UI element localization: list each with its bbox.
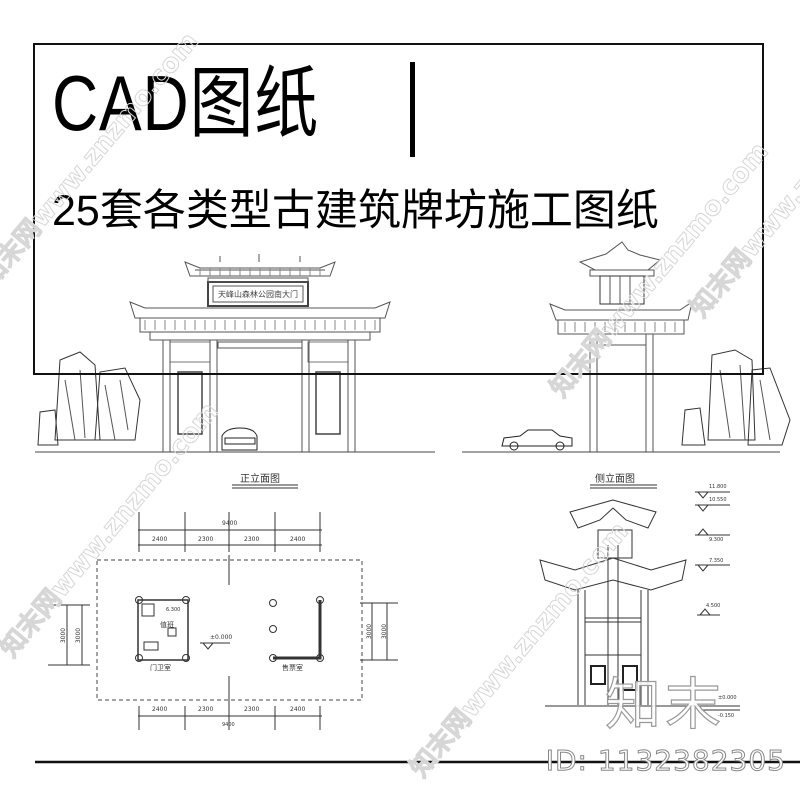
room-right-label: 售票室: [282, 664, 303, 672]
top-total-dim: 9400: [222, 520, 238, 527]
brand-logo-watermark: 知末: [604, 672, 725, 738]
left-dim-2: 3000: [75, 627, 83, 644]
room-left-label: 门卫室: [150, 664, 171, 672]
side-level-3: 9.300: [709, 537, 724, 543]
side-level-4: 7.350: [709, 558, 724, 564]
page-subtitle: 25套各类型古建筑牌坊施工图纸: [52, 187, 659, 235]
front-elevation-gate: [35, 254, 435, 453]
page-title: CAD图纸: [52, 59, 320, 147]
top-dim-4: 2400: [290, 536, 306, 543]
plan-view-label: 正立面图: [240, 474, 280, 485]
left-dim-1: 3000: [60, 627, 68, 644]
side-level-2: 10.550: [709, 497, 727, 503]
top-dim-2: 2300: [198, 536, 214, 543]
top-dim-3: 2300: [244, 536, 260, 543]
plan-view: [48, 484, 398, 730]
right-dim-2: 3000: [381, 623, 389, 640]
title-cursor-bar: [410, 62, 415, 157]
side-elevation-gate: [462, 241, 791, 453]
side-level-1: 11.800: [709, 484, 727, 490]
bottom-dim-4: 2400: [290, 706, 306, 713]
side-elevation-label: 侧立面图: [595, 474, 635, 485]
side-level-5: 4.500: [706, 603, 721, 609]
room-left-sub: 6.300: [166, 607, 181, 613]
top-dim-1: 2400: [152, 536, 168, 543]
bottom-dim-1: 2400: [152, 706, 168, 713]
side-section-elevation: [539, 484, 740, 711]
bottom-dim-2: 2300: [198, 706, 214, 713]
side-level-7: -0.150: [718, 713, 735, 719]
plaque-text: 天峰山森林公园南大门: [218, 290, 298, 299]
room-left-inner: 值班: [160, 621, 174, 629]
bottom-total-dim: 9400: [222, 722, 235, 728]
image-id-label: ID: 1132382305: [545, 744, 786, 778]
level-mark: ±0.000: [210, 634, 233, 641]
bottom-dim-3: 2300: [244, 706, 260, 713]
side-level-6: ±0.000: [718, 695, 737, 701]
right-dim-1: 3000: [366, 623, 374, 640]
